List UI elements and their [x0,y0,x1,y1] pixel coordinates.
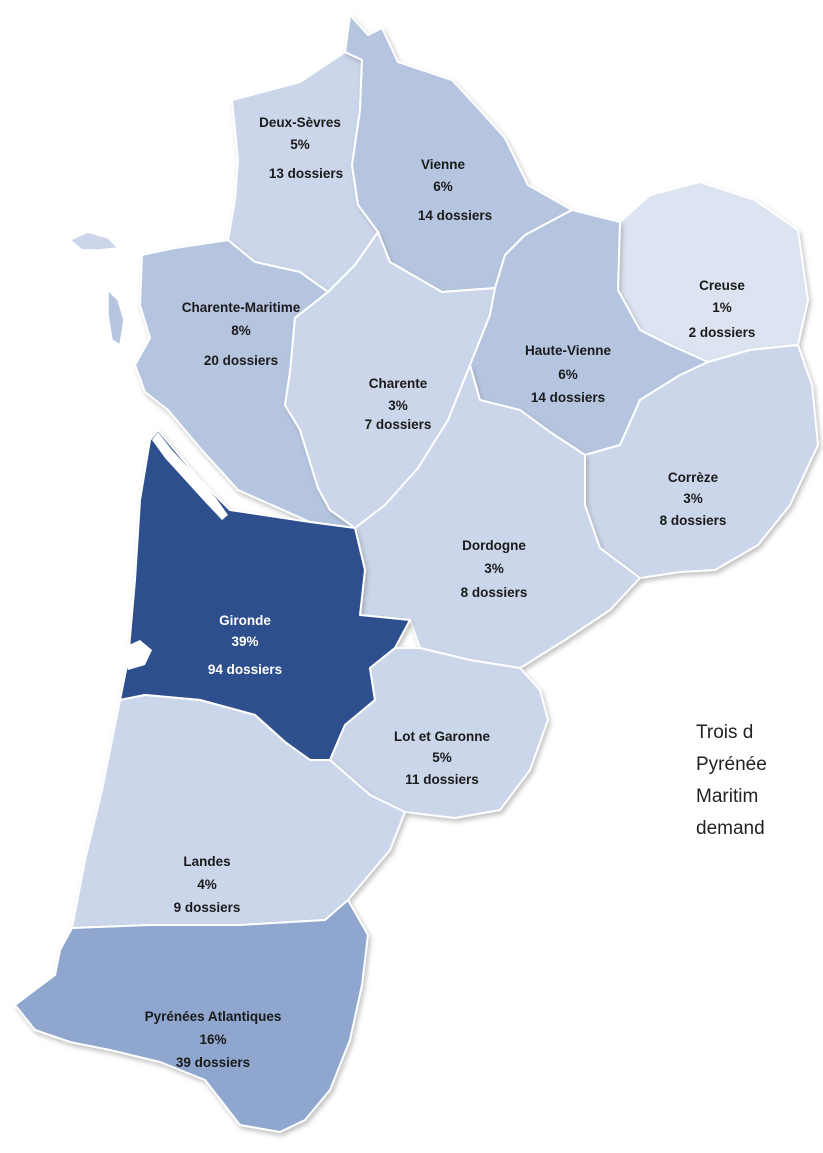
department-dossiers: 8 dossiers [461,585,528,600]
department-dossiers: 11 dossiers [405,772,479,787]
label-charente-maritime: Charente-Maritime 8% 20 dossiers [182,300,301,368]
department-dossiers: 13 dossiers [269,166,343,181]
label-deux-sevres: Deux-Sèvres 5% 13 dossiers [259,115,343,181]
label-creuse: Creuse 1% 2 dossiers [689,278,756,340]
department-dossiers: 8 dossiers [660,513,727,528]
department-lot-et-garonne [329,647,549,819]
department-dossiers: 94 dossiers [208,662,282,677]
ile-d-oleron-island [107,288,125,347]
label-dordogne: Dordogne 3% 8 dossiers [461,538,528,600]
department-percent: 6% [433,179,453,194]
department-name: Vienne [421,157,466,172]
department-name: Landes [183,854,230,869]
caption-line: Trois d [696,722,754,743]
department-percent: 3% [683,491,703,506]
ile-de-re-island [68,231,120,251]
label-charente: Charente 3% 7 dossiers [365,376,432,432]
label-vienne: Vienne 6% 14 dossiers [418,157,492,223]
department-name: Deux-Sèvres [259,115,341,130]
department-dossiers: 14 dossiers [531,390,605,405]
gironde-estuary [152,432,228,520]
department-name: Creuse [699,278,745,293]
department-dossiers: 2 dossiers [689,325,756,340]
department-landes [71,694,406,929]
caption-text: Trois d Pyrénée Maritim demand [696,717,823,845]
caption-line: Pyrénée [696,754,767,775]
caption-line: Maritim [696,786,759,807]
department-percent: 5% [432,750,452,765]
department-percent: 3% [484,561,504,576]
department-percent: 8% [231,323,251,338]
label-landes: Landes 4% 9 dossiers [174,854,241,915]
label-lot-et-garonne: Lot et Garonne 5% 11 dossiers [394,729,490,787]
department-percent: 3% [388,398,408,413]
department-dossiers: 9 dossiers [174,900,241,915]
department-name: Haute-Vienne [525,343,612,358]
department-name: Dordogne [462,538,526,553]
department-percent: 6% [558,367,578,382]
department-percent: 39% [231,634,258,649]
department-name: Lot et Garonne [394,729,490,744]
department-pyrenees-atlantiques [14,899,369,1133]
label-pyrenees-atlantiques: Pyrénées Atlantiques 16% 39 dossiers [145,1009,282,1070]
department-dordogne [354,364,641,669]
department-name: Gironde [219,613,271,628]
caption-line: demand [696,818,765,839]
department-percent: 5% [290,137,310,152]
label-correze: Corrèze 3% 8 dossiers [660,470,727,528]
department-dossiers: 20 dossiers [204,353,278,368]
department-name: Pyrénées Atlantiques [145,1009,282,1024]
department-dossiers: 39 dossiers [176,1055,250,1070]
department-dossiers: 7 dossiers [365,417,432,432]
department-name: Corrèze [668,470,719,485]
department-percent: 16% [199,1032,226,1047]
label-haute-vienne: Haute-Vienne 6% 14 dossiers [525,343,612,405]
arcachon-basin [122,640,152,670]
department-percent: 1% [712,300,732,315]
department-percent: 4% [197,877,217,892]
department-name: Charente-Maritime [182,300,301,315]
department-name: Charente [369,376,428,391]
department-dossiers: 14 dossiers [418,208,492,223]
label-gironde: Gironde 39% 94 dossiers [208,613,282,677]
